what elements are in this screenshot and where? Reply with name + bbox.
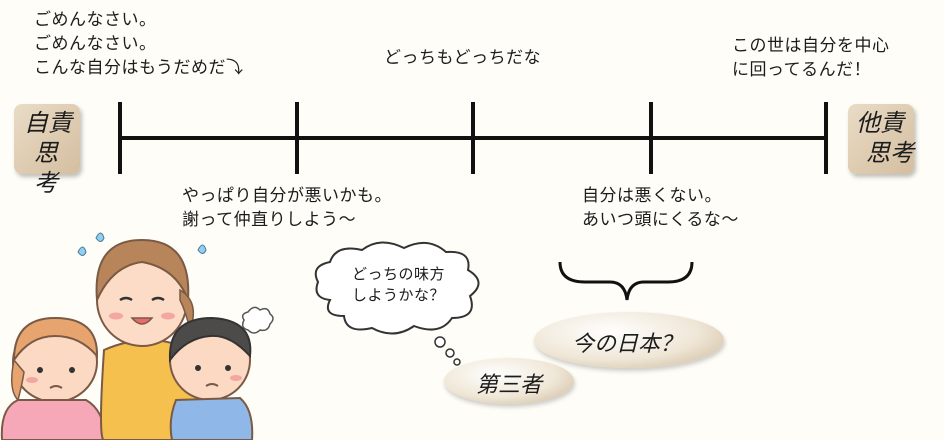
family-illustration <box>0 232 274 440</box>
top-mid-text: どっちもどっちだな <box>384 48 542 68</box>
japan-now-label: 今の日本？ <box>572 332 683 357</box>
bottom-left-text: やっぱり自分が悪いかも。 謝って仲直りしよう～ <box>182 186 392 230</box>
right-end-label-1: 他責 <box>856 109 904 137</box>
sweat-drop-icon <box>77 246 87 256</box>
right-end-label-2: 思考 <box>866 139 914 167</box>
right-end-box: 他責 思考 <box>848 104 914 174</box>
top-right-text: この世は自分を中心 に回ってるんだ！ <box>732 36 890 80</box>
thought-cloud-icon <box>314 241 480 335</box>
left-end-label-2: 思考 <box>34 139 58 197</box>
third-party-label: 第三者 <box>476 373 543 398</box>
cloud-text: どっちの味方 しようかな？ <box>352 265 446 304</box>
curly-brace-icon <box>558 261 694 301</box>
third-party-ellipse: 第三者 <box>444 358 574 404</box>
japan-now-ellipse: 今の日本？ <box>534 312 724 368</box>
anger-puff-icon <box>241 306 274 334</box>
top-left-text: ごめんなさい。 ごめんなさい。 こんな自分はもうだめだ⤵ <box>34 10 244 78</box>
bottom-right-text: 自分は悪くない。 あいつ頭にくるな～ <box>582 186 739 230</box>
left-end-label-1: 自責 <box>24 109 72 137</box>
left-end-box: 自責 思考 <box>14 104 80 197</box>
